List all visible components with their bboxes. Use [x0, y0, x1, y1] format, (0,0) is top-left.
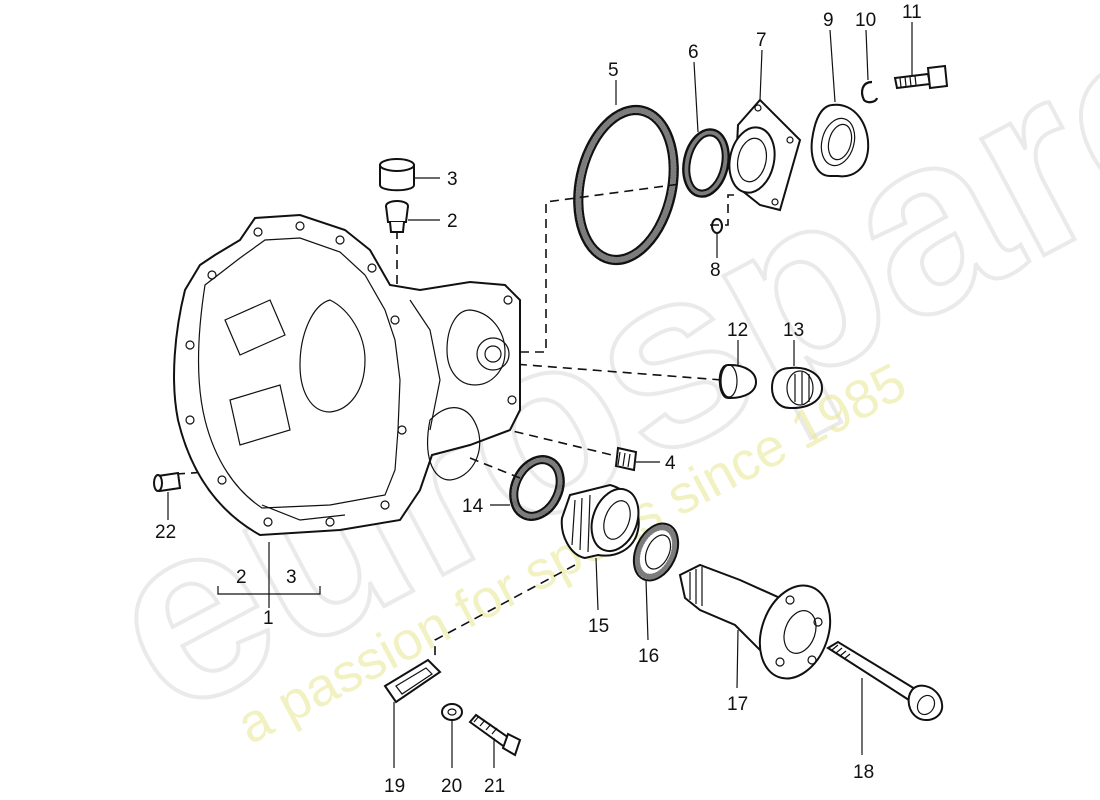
part-8-small-o-ring: [711, 218, 723, 234]
part-6-o-ring: [682, 128, 730, 198]
label-part-5: 5: [608, 60, 619, 81]
label-part-11: 11: [902, 2, 922, 23]
part-3-cap: [379, 158, 415, 192]
label-part-6: 6: [688, 42, 699, 63]
label-bracket-3: 3: [286, 567, 297, 588]
label-part-10: 10: [855, 10, 876, 31]
label-part-21: 21: [484, 776, 505, 797]
part-5-o-ring: [573, 104, 679, 266]
part-15-guide-sleeve: [560, 483, 640, 560]
part-17-output-flange: [678, 563, 832, 680]
label-part-19: 19: [384, 776, 405, 797]
label-part-16: 16: [638, 646, 659, 667]
housing-bolt-holes: [185, 221, 517, 527]
label-part-22: 22: [155, 522, 176, 543]
part-13-bearing: [770, 366, 824, 409]
part-9-seal: [810, 103, 870, 178]
part-10-circlip: [861, 80, 879, 104]
part-11-bolt: [893, 64, 949, 90]
leader-lines: [167, 22, 913, 768]
part-16-seal: [632, 522, 680, 582]
label-part-7: 7: [756, 30, 767, 51]
label-part-14: 14: [462, 496, 484, 517]
part-19-plate: [383, 658, 442, 704]
part-21-bolt: [468, 713, 522, 757]
label-part-9: 9: [823, 10, 834, 31]
part-number-labels: 3 2 5 6 7 8 9 10 11 12 13 4 14 22 2 3 1 …: [155, 2, 922, 797]
part-18-bolt: [826, 640, 944, 722]
part-7-flange: [728, 98, 802, 212]
label-part-17: 17: [727, 694, 748, 715]
label-part-3: 3: [447, 169, 458, 190]
part-2-plug: [385, 200, 409, 233]
part-22-dowel: [153, 471, 182, 493]
label-part-8: 8: [710, 260, 721, 281]
part-4-plug: [614, 446, 638, 472]
label-part-1: 1: [263, 608, 274, 629]
label-part-2: 2: [447, 211, 458, 232]
part-12-bushing: [718, 364, 758, 399]
part-20-washer: [441, 703, 463, 721]
label-part-20: 20: [441, 776, 462, 797]
label-part-4: 4: [665, 453, 676, 474]
label-bracket-2: 2: [236, 567, 247, 588]
part-14-o-ring: [509, 455, 565, 521]
label-part-18: 18: [853, 762, 874, 783]
label-part-15: 15: [588, 616, 609, 637]
label-part-12: 12: [727, 320, 748, 341]
label-part-13: 13: [783, 320, 804, 341]
transmission-housing: [173, 213, 521, 537]
